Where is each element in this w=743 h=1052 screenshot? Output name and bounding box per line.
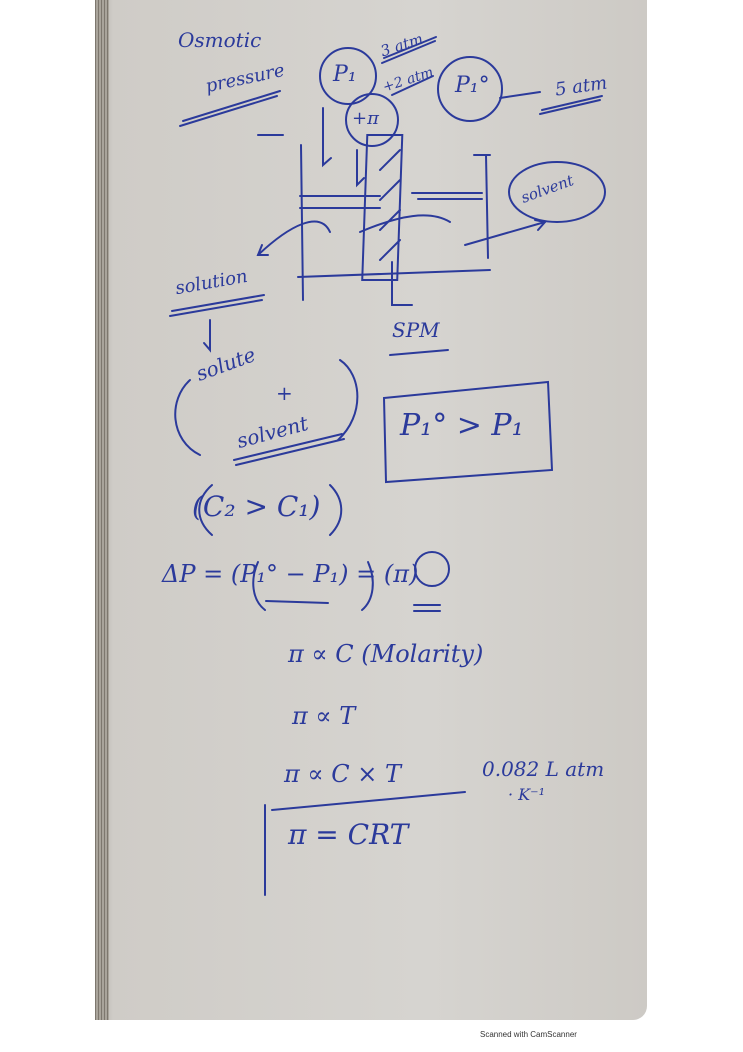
inequality-text: P₁° > P₁	[400, 408, 524, 443]
title-line1: Osmotic	[178, 28, 262, 52]
plus-label: +	[276, 381, 293, 405]
p1-label: P₁	[333, 62, 357, 87]
boxed-formula: π = CRT	[288, 818, 409, 851]
vessel-left-wall	[300, 144, 304, 301]
p1zero-circle	[437, 56, 503, 122]
relation-combined: π ∝ C × T	[284, 760, 402, 788]
inequality-box	[382, 380, 554, 484]
delta-p-equation: ΔP = (P₁° − P₁) = (π)	[162, 560, 419, 588]
pi-circle	[345, 93, 399, 147]
p1-circle	[319, 47, 377, 105]
r-value-line2: · K⁻¹	[508, 785, 545, 804]
pi-circle-label: +π	[352, 108, 379, 129]
relation-temperature: π ∝ T	[292, 702, 356, 730]
p1-zero-label: P₁°	[455, 73, 490, 98]
semipermeable-membrane	[361, 134, 404, 281]
scanner-watermark: Scanned with CamScanner	[480, 1030, 577, 1039]
spm-label: SPM	[392, 318, 440, 342]
notebook-page	[95, 0, 647, 1020]
solvent-circle	[508, 161, 606, 223]
title-underline	[179, 95, 278, 127]
vessel-right-wall	[485, 154, 489, 259]
concentration-text: (C₂ > C₁)	[192, 490, 321, 523]
r-value-line1: 0.082 L atm	[482, 757, 605, 781]
page-edges	[95, 0, 109, 1020]
relation-molarity: π ∝ C (Molarity)	[288, 640, 484, 668]
vessel-bottom	[297, 269, 491, 278]
